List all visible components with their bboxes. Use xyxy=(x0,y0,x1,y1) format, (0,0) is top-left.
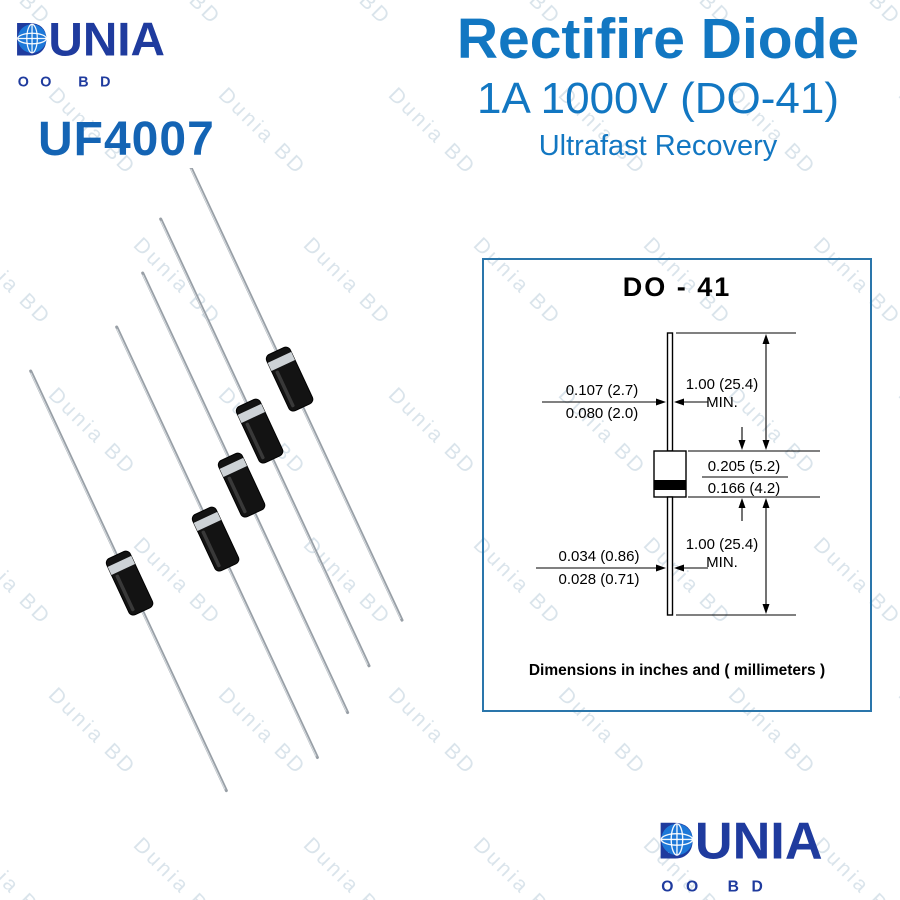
diode-body-highlight xyxy=(245,422,265,460)
drawing-body xyxy=(653,450,687,498)
body-length-arrows xyxy=(738,427,746,521)
brand-logo-top: DUNIA OO BD xyxy=(14,14,165,91)
watermark-text: Dunia BD xyxy=(0,833,56,900)
dim-lead-length-bottom-min: MIN. xyxy=(706,554,738,571)
diode-photo xyxy=(29,168,404,793)
dimension-ticks xyxy=(676,332,820,616)
diode-cathode-band xyxy=(193,511,222,531)
globe-icon xyxy=(17,23,47,54)
watermark-text: Dunia BD xyxy=(893,683,900,780)
dim-body-diameter-min: 0.080 (2.0) xyxy=(566,405,639,422)
part-number: UF4007 xyxy=(38,113,215,166)
diode-body-highlight xyxy=(227,476,247,514)
product-spec: 1A 1000V (DO-41) xyxy=(477,73,839,123)
drawing-lead-bottom xyxy=(666,496,674,616)
dim-lead-length-top: 1.00 (25.4) xyxy=(686,376,759,393)
product-subtitle: Ultrafast Recovery xyxy=(538,129,778,162)
diode-cathode-band xyxy=(219,457,248,477)
diode xyxy=(141,271,350,715)
diode xyxy=(115,325,319,760)
lead-diameter-arrows xyxy=(536,564,708,572)
watermark-text: Dunia BD xyxy=(128,833,226,900)
diode-body-highlight xyxy=(115,574,135,612)
drawing-lead-top xyxy=(666,332,674,452)
diagram-title: DO - 41 xyxy=(622,272,732,302)
product-title-block: Rectifire Diode 1A 1000V (DO-41) Ultrafa… xyxy=(420,7,896,163)
dim-lead-diameter-max: 0.034 (0.86) xyxy=(559,548,640,565)
diode-body-highlight xyxy=(275,370,295,408)
product-title: Rectifire Diode xyxy=(456,7,860,71)
globe-icon xyxy=(660,823,694,856)
dim-body-length-max: 0.205 (5.2) xyxy=(708,458,781,475)
diode xyxy=(189,168,404,622)
diode xyxy=(29,369,228,793)
watermark-text: Dunia BD xyxy=(298,833,396,900)
dim-lead-length-bottom: 1.00 (25.4) xyxy=(686,536,759,553)
body-diameter-arrows xyxy=(542,398,708,406)
dim-lead-diameter-min: 0.028 (0.71) xyxy=(559,571,640,588)
diode-cathode-band xyxy=(107,555,136,575)
watermark-text: Dunia BD xyxy=(213,83,311,181)
dim-body-length-min: 0.166 (4.2) xyxy=(708,480,781,497)
lead-length-arrows xyxy=(762,334,770,614)
diode-cathode-band xyxy=(237,403,266,423)
diagram-footnote: Dimensions in inches and ( millimeters ) xyxy=(528,662,826,679)
drawing-cathode-band xyxy=(654,480,686,490)
diode xyxy=(159,217,371,668)
watermark-text: Dunia BD xyxy=(468,833,566,900)
diode-body-highlight xyxy=(201,530,221,568)
brand-subtext: OO BD xyxy=(18,74,122,90)
dimension-drawing: 0.107 (2.7) 0.080 (2.0) 1.00 (25.4) MIN.… xyxy=(536,332,820,616)
brand-subtext: OO BD xyxy=(661,879,775,896)
watermark-text: Dunia BD xyxy=(298,0,396,31)
package-diagram: DO - 41 xyxy=(482,258,872,712)
watermark-text: Dunia BD xyxy=(893,383,900,480)
brand-logo-bottom: DUNIA OO BD xyxy=(657,812,823,896)
diode-cathode-band xyxy=(267,351,296,371)
dim-lead-length-top-min: MIN. xyxy=(706,394,738,411)
dim-body-diameter-max: 0.107 (2.7) xyxy=(566,382,639,399)
